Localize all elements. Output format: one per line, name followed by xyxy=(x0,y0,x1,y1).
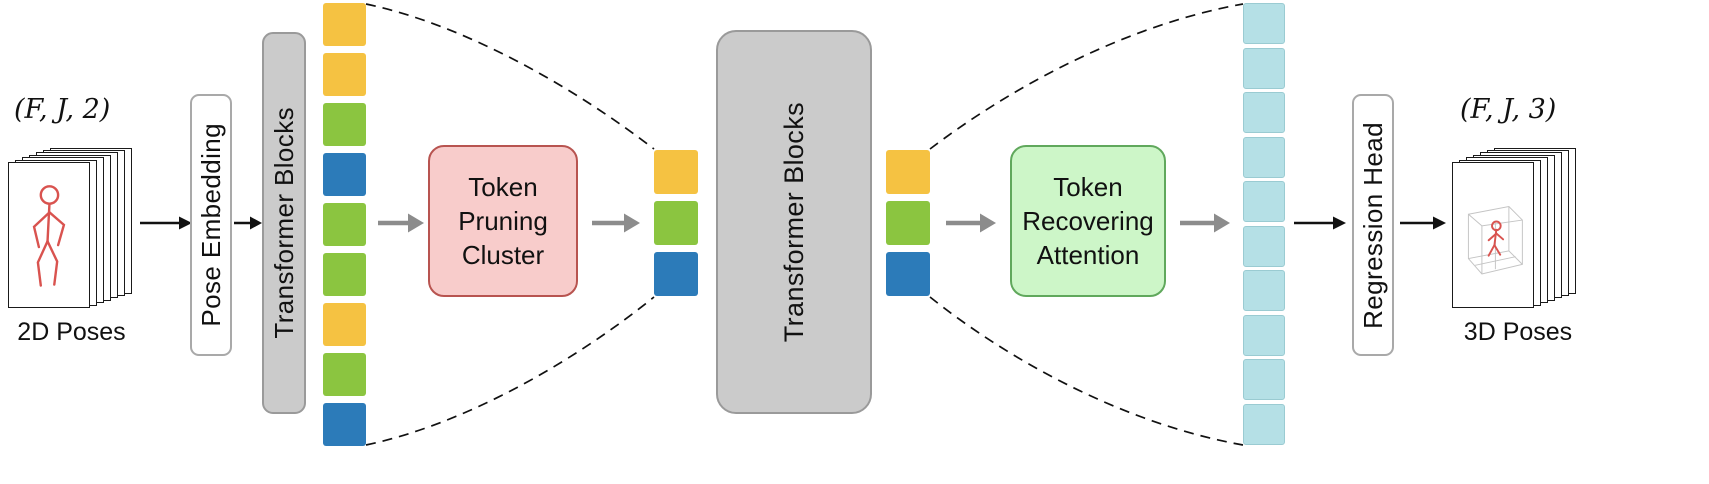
input-caption: 2D Poses xyxy=(17,318,126,346)
token-recovering-attention-label: Token Recovering Attention xyxy=(1022,171,1154,271)
token-green xyxy=(323,103,366,146)
arrow-icon xyxy=(946,213,996,233)
arrow-icon xyxy=(140,216,192,230)
token-cyan xyxy=(1243,3,1285,44)
pose-frame-front xyxy=(1452,162,1534,308)
token-pruning-cluster-label: Token Pruning Cluster xyxy=(458,171,548,271)
input-shape-label: (F, J, 2) xyxy=(14,94,111,125)
pose-embedding-label: Pose Embedding xyxy=(195,123,226,327)
token-green xyxy=(654,201,698,245)
transformer-blocks-1-label: Transformer Blocks xyxy=(268,107,299,339)
regression-head-label: Regression Head xyxy=(1357,121,1388,329)
token-cyan xyxy=(1243,359,1285,400)
token-cyan xyxy=(1243,92,1285,133)
output-caption: 3D Poses xyxy=(1463,318,1573,346)
skeleton-3d-icon xyxy=(1467,206,1523,275)
arrow-icon xyxy=(378,213,424,233)
token-column-pruned-out xyxy=(886,150,930,296)
token-cyan xyxy=(1243,314,1285,356)
token-yellow xyxy=(323,3,366,46)
transformer-blocks-2: Transformer Blocks xyxy=(716,30,872,414)
arrow-icon xyxy=(234,216,262,230)
arrow-icon xyxy=(1180,213,1230,233)
transformer-blocks-2-label: Transformer Blocks xyxy=(778,101,809,343)
token-cyan xyxy=(1243,181,1285,222)
token-green xyxy=(323,353,366,396)
token-green xyxy=(886,201,930,245)
token-column-pruned-in xyxy=(654,150,698,296)
arrow-icon xyxy=(592,213,640,233)
transformer-blocks-1: Transformer Blocks xyxy=(262,32,306,414)
token-yellow xyxy=(323,303,366,346)
token-green xyxy=(323,253,366,296)
skeleton-2d-icon xyxy=(32,185,66,287)
token-green xyxy=(323,203,366,246)
token-blue xyxy=(886,252,930,296)
token-blue xyxy=(654,252,698,296)
token-yellow xyxy=(323,53,366,96)
token-yellow xyxy=(886,150,930,194)
token-blue xyxy=(323,153,366,196)
arrow-icon xyxy=(1400,216,1446,230)
token-cyan xyxy=(1243,270,1285,311)
token-blue xyxy=(323,403,366,446)
arrow-icon xyxy=(1294,216,1346,230)
token-pruning-cluster-block: Token Pruning Cluster xyxy=(428,145,578,297)
token-column-full xyxy=(323,3,366,446)
pose-embedding-block: Pose Embedding xyxy=(190,94,232,356)
output-pose-stack xyxy=(1452,146,1582,312)
pose-frame-front xyxy=(8,162,90,308)
token-cyan xyxy=(1243,403,1285,445)
token-yellow xyxy=(654,150,698,194)
output-shape-label: (F, J, 3) xyxy=(1460,94,1557,125)
token-column-recovered xyxy=(1243,3,1285,445)
token-cyan xyxy=(1243,225,1285,267)
token-recovering-attention-block: Token Recovering Attention xyxy=(1010,145,1166,297)
input-pose-stack xyxy=(8,146,138,312)
token-cyan xyxy=(1243,136,1285,178)
regression-head-block: Regression Head xyxy=(1352,94,1394,356)
token-cyan xyxy=(1243,47,1285,89)
